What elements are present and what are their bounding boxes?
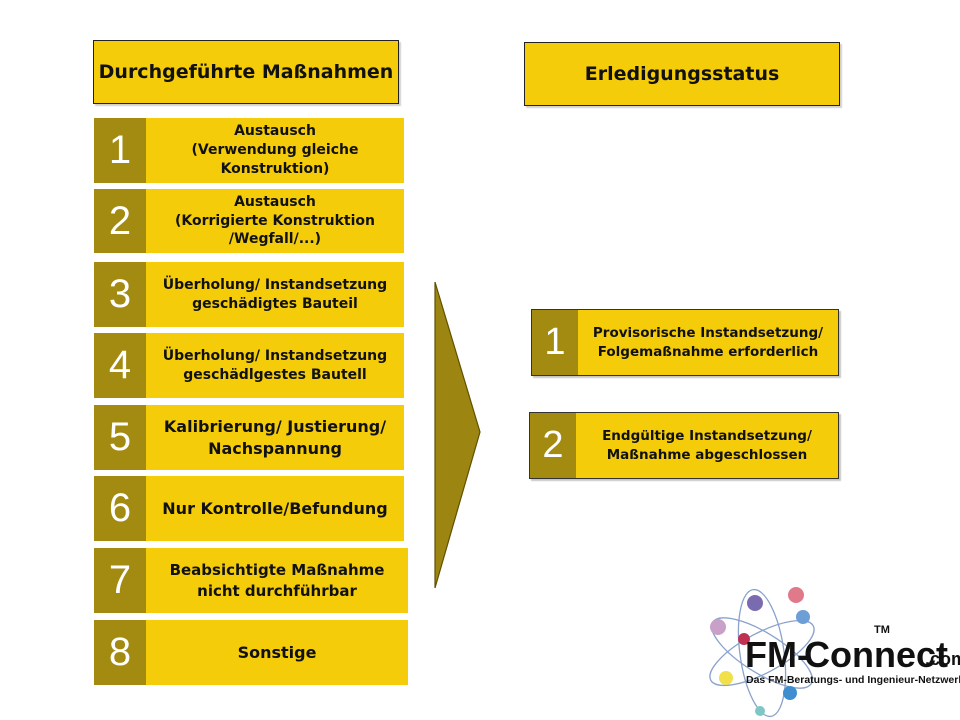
measure-number: 2 — [94, 189, 146, 253]
status-box-2: 2 Endgültige Instandsetzung/ Maßnahme ab… — [529, 412, 839, 479]
measure-row-4: 4 Überholung/ Instandsetzung geschädlges… — [94, 333, 404, 398]
measure-label: Nur Kontrolle/Befundung — [146, 476, 404, 541]
status-label: Endgültige Instandsetzung/ Maßnahme abge… — [576, 413, 838, 478]
measure-row-3: 3 Überholung/ Instandsetzung geschädigte… — [94, 262, 404, 327]
measure-label: Austausch (Verwendung gleiche Konstrukti… — [146, 118, 404, 183]
logo-tagline: Das FM-Beratungs- und Ingenieur-Netzwerk… — [746, 674, 960, 686]
measure-row-1: 1 Austausch (Verwendung gleiche Konstruk… — [94, 118, 404, 183]
measure-row-5: 5 Kalibrierung/ Justierung/ Nachspannung — [94, 405, 404, 470]
logo-brand-mid: Connect — [804, 634, 948, 675]
measure-number: 1 — [94, 118, 146, 183]
measure-row-2: 2 Austausch (Korrigierte Konstruktion /W… — [94, 189, 404, 253]
logo-trademark: TM — [874, 624, 890, 636]
logo-brand-suffix: .com — [925, 649, 960, 669]
measure-label: Kalibrierung/ Justierung/ Nachspannung — [146, 405, 404, 470]
logo-brand-left: FM- — [745, 634, 809, 675]
measure-number: 4 — [94, 333, 146, 398]
measure-row-8: 8 Sonstige — [94, 620, 408, 685]
status-header: Erledigungsstatus — [524, 42, 840, 106]
fm-connect-logo: FM- Connect .com TM Das FM-Beratungs- un… — [709, 587, 960, 717]
measure-number: 8 — [94, 620, 146, 685]
measures-header-label: Durchgeführte Maßnahmen — [98, 61, 394, 83]
status-label: Provisorische Instandsetzung/ Folgemaßna… — [578, 310, 838, 375]
measures-header: Durchgeführte Maßnahmen — [93, 40, 399, 104]
flow-arrow-icon — [434, 281, 481, 589]
measure-number: 3 — [94, 262, 146, 327]
measure-row-6: 6 Nur Kontrolle/Befundung — [94, 476, 404, 541]
measure-number: 7 — [94, 548, 146, 613]
status-number: 2 — [530, 413, 576, 478]
measure-label: Beabsichtigte Maßnahme nicht durchführba… — [146, 548, 408, 613]
status-box-1: 1 Provisorische Instandsetzung/ Folgemaß… — [531, 309, 839, 376]
measure-row-7: 7 Beabsichtigte Maßnahme nicht durchführ… — [94, 548, 408, 613]
measure-label: Sonstige — [146, 620, 408, 685]
measure-label: Überholung/ Instandsetzung geschädigtes … — [146, 262, 404, 327]
status-number: 1 — [532, 310, 578, 375]
status-header-label: Erledigungsstatus — [584, 63, 780, 85]
measure-number: 5 — [94, 405, 146, 470]
measure-label: Überholung/ Instandsetzung geschädlgeste… — [146, 333, 404, 398]
measure-number: 6 — [94, 476, 146, 541]
measure-label: Austausch (Korrigierte Konstruktion /Weg… — [146, 189, 404, 253]
